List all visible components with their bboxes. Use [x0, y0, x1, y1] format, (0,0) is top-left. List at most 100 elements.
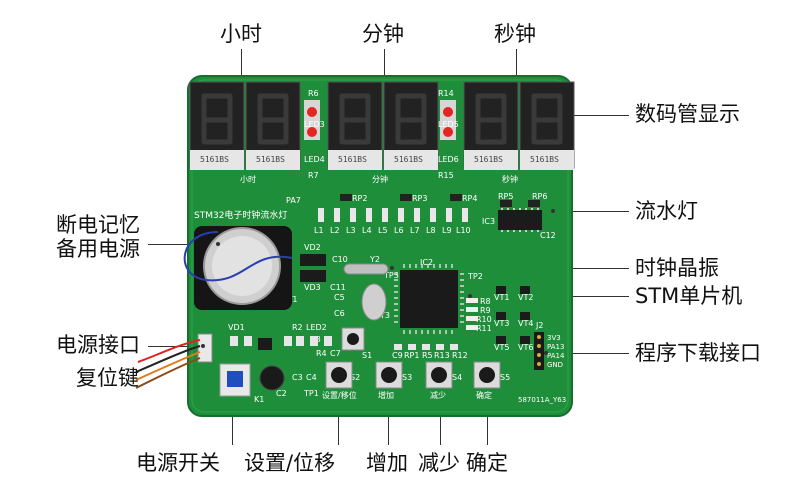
ic3-chip — [498, 208, 542, 232]
silk-led4: LED4 — [304, 155, 325, 164]
led-label-9: L9 — [442, 226, 452, 235]
silk-board-code: 587011A_Y63 — [518, 396, 566, 404]
line-inc — [388, 395, 389, 445]
wire-black — [135, 345, 201, 373]
silk-c3: C3 — [292, 373, 303, 382]
silk-c12: C12 — [540, 231, 556, 240]
button-s1 — [341, 327, 365, 351]
led-label-1: L1 — [314, 226, 324, 235]
wire-orange — [135, 351, 201, 381]
resistors-r8-r11 — [466, 298, 478, 330]
transistors — [496, 286, 530, 344]
silk-minute: 分钟 — [372, 174, 388, 184]
label-backup-line2: 备用电源 — [56, 237, 140, 261]
label-decrease: 减少 — [418, 451, 460, 475]
label-power-port: 电源接口 — [56, 333, 140, 357]
diode-vd3 — [300, 270, 326, 282]
line-minute — [384, 49, 385, 89]
label-mcu: STM单片机 — [635, 284, 743, 308]
silk-r15: R15 — [438, 171, 454, 180]
silk-vt2: VT2 — [518, 293, 533, 302]
wire-red — [137, 339, 201, 363]
led-label-8: L8 — [426, 226, 436, 235]
label-backup-line1: 断电记忆 — [56, 213, 140, 237]
silk-r11: R11 — [476, 324, 492, 333]
silkscreen: R6 LED3 LED4 R7 R14 LED5 LED6 R15 小时 分钟 … — [194, 89, 566, 404]
label-hour: 小时 — [220, 22, 262, 46]
pin-gnd: GND — [547, 361, 563, 369]
silk-second: 秒钟 — [502, 174, 518, 184]
seg-code-4: 5161BS — [394, 155, 423, 164]
led-label-4: L4 — [362, 226, 372, 235]
pin-3v3: 3V3 — [547, 334, 561, 342]
capacitor-c2 — [259, 365, 285, 391]
silk-pa7: PA7 — [286, 196, 301, 205]
header-pin-labels: 3V3 PA13 PA14 GND — [547, 334, 565, 369]
silk-s3: S3 — [402, 373, 412, 382]
silk-rp3: RP3 — [412, 194, 427, 203]
wire-brown — [135, 357, 201, 389]
line-set — [338, 395, 339, 445]
silk-r2: R2 — [292, 323, 303, 332]
silk-c6: C6 — [334, 309, 345, 318]
button-s4 — [425, 361, 453, 389]
display-sec-ones — [519, 81, 575, 170]
silk-rp6: RP6 — [532, 192, 547, 201]
silk-title: STM32电子时钟流水灯 — [194, 209, 287, 221]
led-label-6: L6 — [394, 226, 404, 235]
label-crystal: 时钟晶振 — [635, 256, 719, 280]
silk-tp2: TP2 — [467, 272, 483, 281]
segment-codes: 5161BS 5161BS 5161BS 5161BS 5161BS 5161B… — [200, 155, 559, 164]
silk-ic3: IC3 — [482, 217, 495, 226]
silk-y3: Y3 — [379, 311, 390, 320]
colon-leds-left — [304, 100, 320, 140]
label-download: 程序下载接口 — [635, 341, 761, 365]
silk-r10: R10 — [476, 315, 492, 324]
silk-led2: LED2 — [306, 323, 327, 332]
silk-set: 设置/移位 — [322, 390, 357, 400]
led-label-10: L10 — [456, 226, 471, 235]
silk-y2: Y2 — [369, 255, 380, 264]
line-backup — [148, 244, 218, 245]
silk-c7: C7 — [330, 349, 341, 358]
silk-r12: R12 — [452, 351, 468, 360]
silk-ic2: IC2 — [420, 258, 433, 267]
smd-parts — [230, 336, 458, 350]
button-s3 — [375, 361, 403, 389]
seg-code-3: 5161BS — [338, 155, 367, 164]
line-flow — [553, 211, 629, 212]
seg-code-1: 5161BS — [200, 155, 229, 164]
silk-j2: J2 — [535, 321, 543, 330]
silk-r7: R7 — [308, 171, 319, 180]
silk-c9: C9 — [392, 351, 403, 360]
mcu-ic2 — [394, 264, 464, 334]
led-label-5: L5 — [378, 226, 388, 235]
line-ok — [487, 395, 488, 445]
line-display — [573, 115, 629, 116]
silk-vt4: VT4 — [518, 319, 533, 328]
colon-leds-right — [440, 100, 456, 140]
silk-c11: C11 — [330, 283, 346, 292]
silk-r6: R6 — [308, 89, 319, 98]
silk-vt5: VT5 — [494, 343, 509, 352]
label-power-switch: 电源开关 — [136, 451, 220, 475]
led-labels: L1 L2 L3 L4 L5 L6 L7 L8 L9 L10 — [314, 226, 471, 235]
silk-s5: S5 — [500, 373, 510, 382]
smd-led-row — [318, 208, 468, 222]
line-second — [516, 49, 517, 89]
silk-dec: 减少 — [430, 390, 446, 400]
power-connector — [197, 333, 213, 363]
silk-led5: LED5 — [438, 120, 459, 129]
seg-code-2: 5161BS — [256, 155, 285, 164]
silk-led3: LED3 — [304, 120, 325, 129]
silk-ok: 确定 — [476, 390, 492, 400]
backup-battery — [194, 226, 292, 310]
silk-vt1: VT1 — [494, 293, 509, 302]
silk-rp2: RP2 — [352, 194, 367, 203]
silk-c5: C5 — [334, 293, 345, 302]
silk-r8: R8 — [480, 297, 491, 306]
resistor-packs — [340, 194, 540, 207]
crystal-y3 — [361, 283, 387, 321]
